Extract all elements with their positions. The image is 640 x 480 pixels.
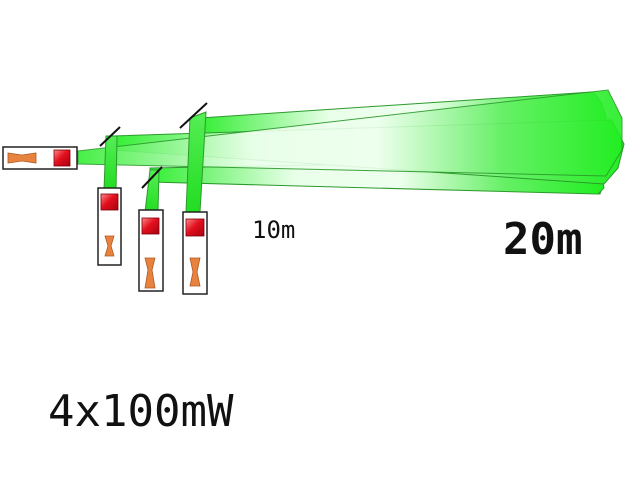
laser-diode-2 bbox=[141, 217, 160, 235]
combined-beams bbox=[77, 89, 625, 195]
laser-diode-1 bbox=[100, 193, 119, 211]
lens-1 bbox=[104, 235, 115, 257]
mirror-2 bbox=[141, 166, 163, 189]
distance-label-20m: 20m bbox=[503, 214, 583, 265]
laser-module-3 bbox=[182, 211, 208, 295]
laser-module-horizontal bbox=[2, 146, 78, 170]
beam-1 bbox=[77, 89, 623, 177]
mirrors bbox=[99, 102, 208, 189]
power-label: 4x100mW bbox=[48, 386, 234, 437]
mirror-1 bbox=[99, 126, 121, 147]
lens-3 bbox=[189, 257, 201, 287]
distance-label-10m: 10m bbox=[252, 216, 296, 244]
laser-diode-3 bbox=[185, 218, 205, 237]
lens-horizontal bbox=[7, 152, 37, 164]
lens-2 bbox=[144, 257, 156, 289]
vertical-beam-3 bbox=[185, 111, 207, 213]
laser-module-2 bbox=[138, 209, 164, 292]
vertical-beam-1 bbox=[103, 135, 118, 191]
laser-diode-horizontal bbox=[53, 149, 71, 167]
mirror-3 bbox=[179, 102, 208, 129]
laser-module-1 bbox=[97, 187, 122, 266]
